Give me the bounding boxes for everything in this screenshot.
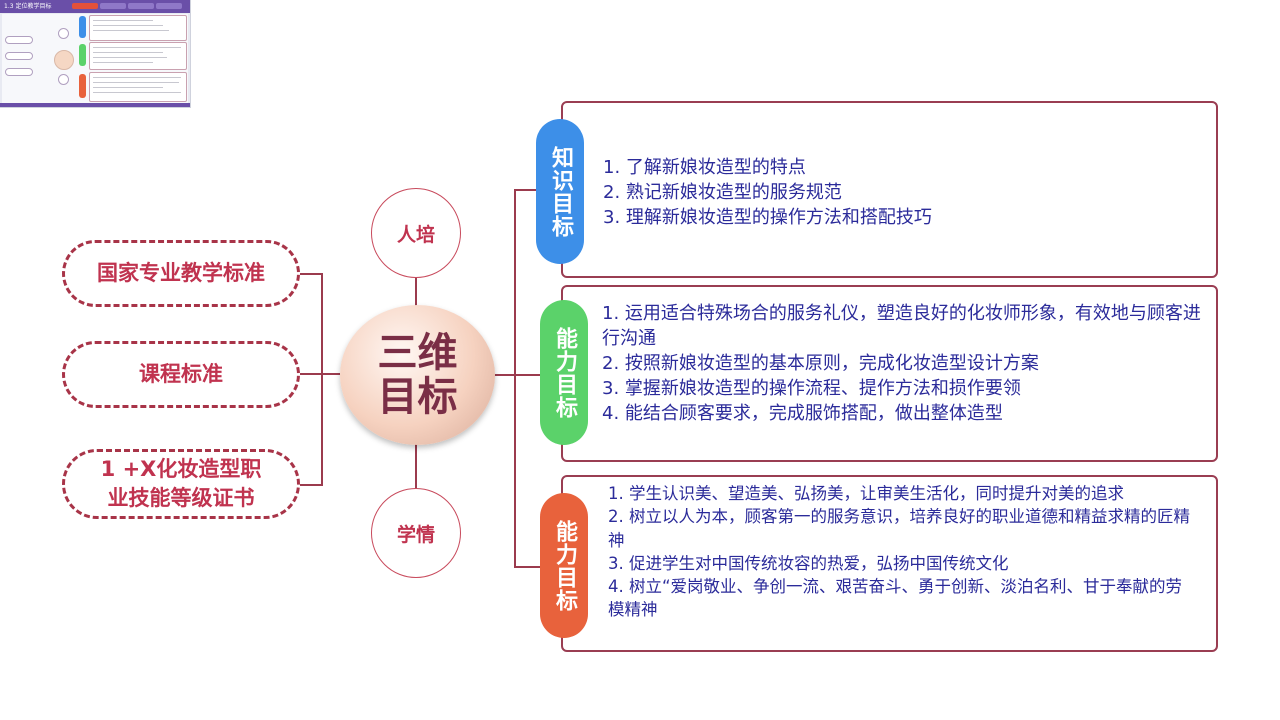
goal-item: 3. 掌握新娘妆造型的操作流程、提作方法和损作要领 — [602, 378, 1021, 399]
thumbnail-shape — [79, 44, 86, 66]
goal-item: 2. 树立以人为本，顾客第一的服务意识，培养良好的职业道德和精益求精的匠精神 — [608, 507, 1190, 550]
thumbnail-tab — [128, 3, 154, 9]
center-label: 三维 — [377, 330, 458, 376]
goal-item: 3. 理解新娘妆造型的操作方法和搭配技巧 — [603, 207, 932, 228]
goal-item: 2. 按照新娘妆造型的基本原则，完成化妆造型设计方案 — [602, 353, 1039, 374]
thumbnail-shape — [5, 68, 33, 76]
goal-item: 4. 能结合顾客要求，完成服饰搭配，做出整体造型 — [602, 403, 1003, 424]
thumbnail-shape — [54, 50, 74, 70]
center-label: 目标 — [377, 374, 458, 420]
three-dimension-goal-center: 三维 目标 — [340, 305, 495, 445]
thumbnail-shape — [79, 74, 86, 98]
goal-item: 1. 了解新娘妆造型的特点 — [603, 157, 806, 178]
quality-goal-tag: 能力目标 — [540, 493, 588, 638]
quality-goal-list: 1. 学生认识美、望造美、弘扬美，让审美生活化，同时提升对美的追求 2. 树立以… — [608, 482, 1196, 622]
talent-training-circle: 人培 — [371, 188, 461, 278]
thumbnail-tab — [72, 3, 98, 9]
thumbnail-shape — [58, 28, 69, 39]
ability-goal-list: 1. 运用适合特殊场合的服务礼仪，塑造良好的化妆师形象，有效地与顾客进行沟通 2… — [602, 301, 1202, 426]
connector-line — [300, 373, 340, 375]
source-label: 国家专业教学标准 — [97, 261, 265, 285]
source-label: 课程标准 — [139, 362, 223, 386]
circle-label: 学情 — [396, 523, 435, 546]
thumbnail-shape — [89, 72, 187, 102]
tag-label: 能力目标 — [552, 519, 577, 612]
thumbnail-shape — [58, 74, 69, 85]
connector-line — [415, 278, 417, 306]
connector-line — [514, 189, 516, 568]
thumbnail-shape — [89, 42, 187, 70]
connector-line — [321, 273, 323, 486]
source-1x-certificate: 1 +X化妆造型职 业技能等级证书 — [62, 449, 300, 519]
source-label: 1 +X化妆造型职 — [100, 457, 262, 481]
thumbnail-shape — [89, 15, 187, 41]
goal-item: 4. 树立“爱岗敬业、争创一流、艰苦奋斗、勇于创新、淡泊名利、甘于奉献的劳模精神 — [608, 577, 1183, 620]
connector-line — [514, 374, 540, 376]
connector-line — [415, 444, 417, 490]
connector-line — [300, 273, 322, 275]
ability-goal-tag: 能力目标 — [540, 300, 588, 445]
thumbnail-tab — [100, 3, 126, 9]
source-label: 业技能等级证书 — [107, 486, 255, 510]
goal-item: 1. 学生认识美、望造美、弘扬美，让审美生活化，同时提升对美的追求 — [608, 484, 1124, 503]
goal-item: 1. 运用适合特殊场合的服务礼仪，塑造良好的化妆师形象，有效地与顾客进行沟通 — [602, 303, 1201, 349]
connector-line — [514, 566, 540, 568]
thumbnail-shape — [5, 36, 33, 44]
connector-line — [300, 484, 322, 486]
goal-item: 3. 促进学生对中国传统妆容的热爱，弘扬中国传统文化 — [608, 553, 1009, 573]
slide-thumbnail[interactable]: 1.3 定位教学目标 — [0, 0, 191, 108]
tag-label: 能力目标 — [552, 326, 577, 419]
thumbnail-title: 1.3 定位教学目标 — [4, 3, 52, 10]
source-national-standard: 国家专业教学标准 — [62, 240, 300, 307]
knowledge-goal-tag: 知识目标 — [536, 119, 584, 264]
thumbnail-shape — [5, 52, 33, 60]
knowledge-goal-box — [561, 101, 1218, 278]
connector-line — [495, 374, 515, 376]
thumbnail-tab — [156, 3, 182, 9]
connector-line — [514, 189, 536, 191]
tag-label: 知识目标 — [548, 145, 573, 238]
circle-label: 人培 — [396, 223, 435, 246]
knowledge-goal-list: 1. 了解新娘妆造型的特点 2. 熟记新娘妆造型的服务规范 3. 理解新娘妆造型… — [603, 155, 1203, 230]
thumbnail-body — [2, 14, 188, 104]
thumbnail-shape — [79, 16, 86, 38]
thumbnail-footer — [0, 103, 190, 107]
source-course-standard: 课程标准 — [62, 341, 300, 408]
quality-goal-box — [561, 475, 1218, 652]
goal-item: 2. 熟记新娘妆造型的服务规范 — [603, 182, 842, 203]
student-situation-circle: 学情 — [371, 488, 461, 578]
